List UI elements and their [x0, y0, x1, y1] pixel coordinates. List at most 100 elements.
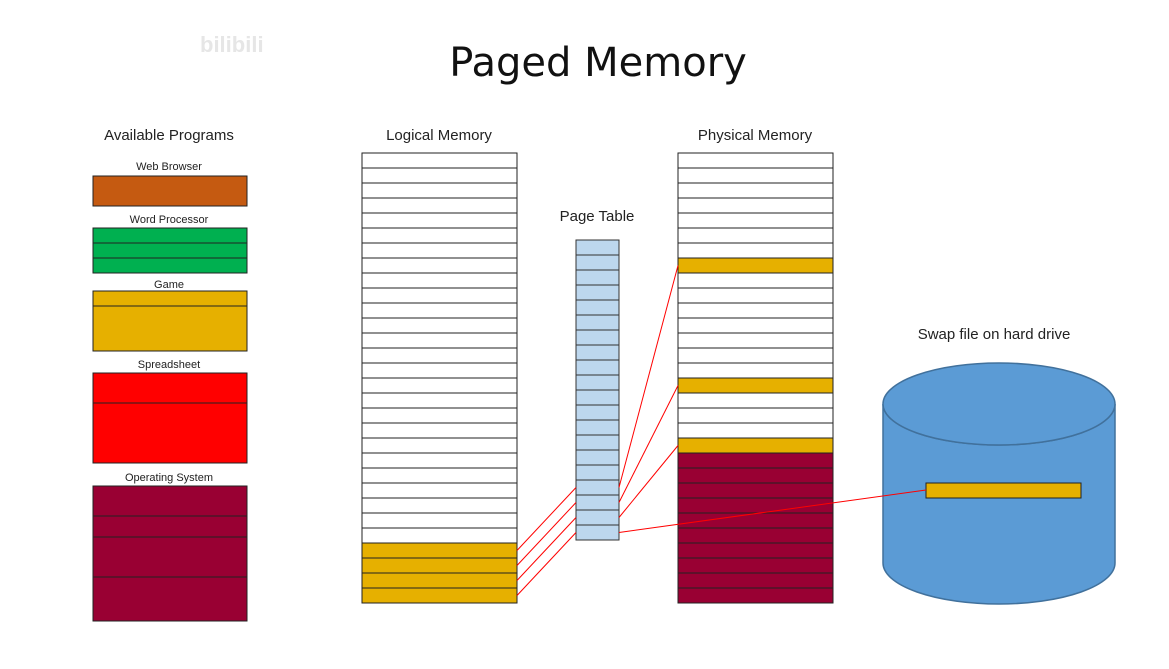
memory-slot	[677, 347, 834, 364]
memory-slot	[361, 587, 518, 604]
physical-memory-column	[677, 152, 834, 604]
memory-slot	[677, 407, 834, 424]
logical-to-page-table-line	[516, 487, 577, 551]
memory-slot	[677, 392, 834, 409]
memory-slot	[361, 572, 518, 589]
memory-slot	[677, 287, 834, 304]
memory-slot	[361, 467, 518, 484]
program-label: Spreadsheet	[138, 359, 200, 371]
memory-slot	[361, 317, 518, 334]
memory-slot	[677, 272, 834, 289]
memory-slot	[677, 512, 834, 529]
page-table-to-physical-line	[618, 265, 679, 488]
logical-to-page-table-line	[516, 532, 577, 596]
memory-slot	[361, 347, 518, 364]
memory-slot	[361, 407, 518, 424]
page-table-entry	[575, 359, 620, 376]
memory-slot	[677, 227, 834, 244]
program-block	[92, 485, 248, 622]
memory-slot	[677, 317, 834, 334]
memory-slot	[361, 227, 518, 244]
program-block	[92, 227, 248, 274]
hard-drive-top	[882, 362, 1116, 446]
swap-file-heading: Swap file on hard drive	[918, 326, 1071, 343]
memory-slot	[361, 392, 518, 409]
memory-slot	[361, 152, 518, 169]
program-block	[92, 175, 248, 207]
hard-drive-cylinder	[882, 362, 1116, 605]
memory-slot	[677, 212, 834, 229]
page-table-entry	[575, 404, 620, 421]
swapped-page	[925, 482, 1082, 499]
memory-slot	[677, 437, 834, 454]
memory-slot	[677, 152, 834, 169]
memory-slot	[677, 542, 834, 559]
memory-slot	[361, 182, 518, 199]
page-table-entry	[575, 299, 620, 316]
memory-slot	[677, 197, 834, 214]
memory-slot	[361, 527, 518, 544]
page-table-entry	[575, 254, 620, 271]
memory-slot	[677, 587, 834, 604]
memory-slot	[361, 452, 518, 469]
memory-slot	[677, 557, 834, 574]
page-table-entry	[575, 344, 620, 361]
memory-slot	[361, 242, 518, 259]
memory-slot	[361, 272, 518, 289]
page-table-entry	[575, 524, 620, 541]
memory-slot	[361, 422, 518, 439]
memory-slot	[361, 542, 518, 559]
memory-slot	[677, 332, 834, 349]
memory-slot	[361, 482, 518, 499]
physical-memory-heading: Physical Memory	[698, 127, 813, 144]
page-mapping-lines	[516, 265, 927, 596]
memory-slot	[361, 287, 518, 304]
memory-slot	[361, 257, 518, 274]
page-table-entry	[575, 449, 620, 466]
memory-slot	[677, 377, 834, 394]
page-table-entry	[575, 494, 620, 511]
program-label: Game	[154, 279, 184, 291]
logical-memory-heading: Logical Memory	[386, 127, 492, 144]
program-block	[92, 372, 248, 464]
page-table-entry	[575, 314, 620, 331]
page-table-entry	[575, 329, 620, 346]
memory-slot	[361, 362, 518, 379]
memory-slot	[677, 452, 834, 469]
page-table-entry	[575, 479, 620, 496]
memory-slot	[361, 557, 518, 574]
memory-slot	[677, 497, 834, 514]
memory-slot	[677, 302, 834, 319]
memory-slot	[677, 572, 834, 589]
logical-to-page-table-line	[516, 517, 577, 581]
program-label: Web Browser	[136, 161, 202, 173]
memory-slot	[677, 362, 834, 379]
page-table-entry	[575, 464, 620, 481]
memory-slot	[361, 212, 518, 229]
memory-slot	[677, 467, 834, 484]
page-table-to-physical-line	[618, 445, 679, 518]
page-table-entry	[575, 239, 620, 256]
memory-slot	[677, 257, 834, 274]
memory-slot	[361, 377, 518, 394]
memory-slot	[361, 512, 518, 529]
memory-slot	[677, 527, 834, 544]
page-table-entry	[575, 509, 620, 526]
memory-slot	[677, 242, 834, 259]
page-table-column	[575, 239, 620, 541]
memory-slot	[361, 167, 518, 184]
program-block	[92, 290, 248, 352]
memory-slot	[361, 197, 518, 214]
page-table-entry	[575, 419, 620, 436]
program-label: Operating System	[125, 472, 213, 484]
page-table-to-physical-line	[618, 385, 679, 503]
page-table-entry	[575, 434, 620, 451]
page-table-entry	[575, 374, 620, 391]
memory-slot	[677, 422, 834, 439]
page-table-entry	[575, 389, 620, 406]
memory-slot	[677, 167, 834, 184]
page-table-entry	[575, 269, 620, 286]
